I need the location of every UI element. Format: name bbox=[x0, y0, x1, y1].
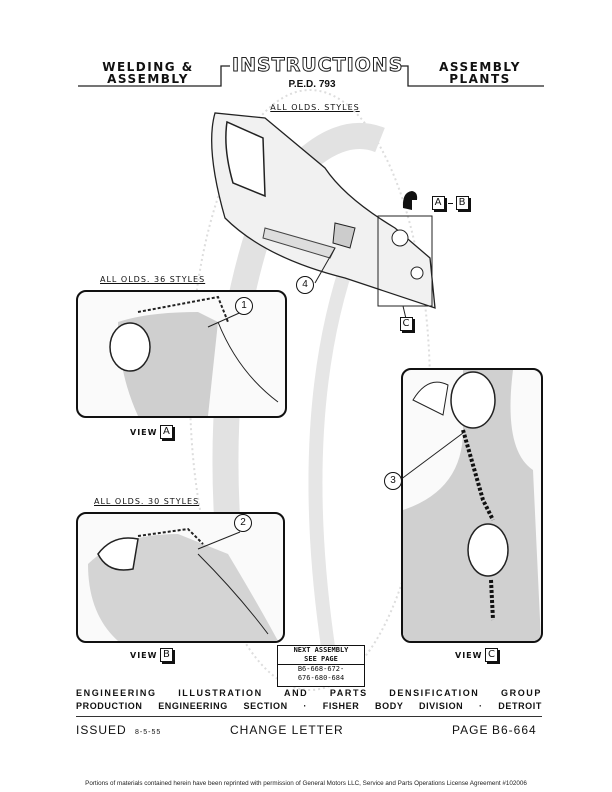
callout-3: 3 bbox=[384, 472, 402, 490]
issued-date: 8-5-55 bbox=[135, 729, 162, 736]
connector-line bbox=[448, 202, 453, 204]
view-ref-b: B bbox=[456, 196, 469, 210]
header-right-line2: PLANTS bbox=[449, 72, 511, 86]
next-assembly-box: NEXT ASSEMBLY SEE PAGE B6-668-672- 676-6… bbox=[277, 645, 365, 687]
footer-group-line: ENGINEERING ILLUSTRATION AND PARTS DENSI… bbox=[76, 688, 542, 698]
header-right-line1: ASSEMBLY bbox=[439, 60, 521, 74]
callout-4: 4 bbox=[296, 276, 314, 294]
license-disclaimer: Portions of materials contained herein h… bbox=[85, 780, 527, 787]
view-a-illustration bbox=[109, 295, 279, 416]
header-left: WELDING & ASSEMBLY bbox=[88, 61, 208, 85]
header-rule bbox=[78, 65, 544, 87]
view-refs-ab: A B bbox=[432, 196, 469, 210]
view-c-illustration bbox=[403, 370, 541, 641]
view-b-label: VIEW B bbox=[130, 648, 174, 662]
header-left-line2: ASSEMBLY bbox=[107, 72, 189, 86]
view-a-frame bbox=[76, 290, 287, 418]
view-b-text: VIEW bbox=[130, 650, 158, 660]
footer-division-line: PRODUCTION ENGINEERING SECTION · FISHER … bbox=[76, 701, 542, 711]
view-ref-c: C bbox=[400, 317, 413, 331]
door-main-illustration bbox=[211, 112, 436, 324]
view-a-letter: A bbox=[160, 425, 174, 439]
page-number: B6-664 bbox=[492, 723, 537, 737]
view-c-frame bbox=[401, 368, 543, 643]
view-c-text: VIEW bbox=[455, 650, 483, 660]
callout-1: 1 bbox=[235, 297, 253, 315]
view-c-label: VIEW C bbox=[455, 648, 499, 662]
view-ref-a: A bbox=[432, 196, 445, 210]
view-b-frame bbox=[76, 512, 285, 643]
leader-line-3 bbox=[399, 432, 464, 481]
change-letter: CHANGE LETTER bbox=[230, 723, 344, 737]
view-ref-c-wrap: C bbox=[400, 317, 413, 331]
see-page-label: SEE PAGE bbox=[278, 655, 364, 665]
view-a-label: VIEW A bbox=[130, 425, 174, 439]
issued-field: ISSUED 8-5-55 bbox=[76, 723, 161, 737]
view-b-illustration bbox=[88, 527, 278, 641]
page-label: PAGE bbox=[452, 723, 489, 737]
view-a-caption: ALL OLDS. 36 STYLES bbox=[100, 275, 206, 284]
view-a-text: VIEW bbox=[130, 427, 158, 437]
next-assembly-title: NEXT ASSEMBLY bbox=[293, 646, 349, 654]
ped-number: P.E.D. 793 bbox=[288, 79, 336, 90]
next-assembly-pages-2: 676-680-684 bbox=[297, 674, 345, 682]
page-title: INSTRUCTIONS bbox=[232, 54, 404, 77]
header-right: ASSEMBLY PLANTS bbox=[420, 61, 540, 85]
next-assembly-pages-1: B6-668-672- bbox=[297, 665, 345, 673]
helmet-icon bbox=[402, 191, 418, 210]
view-c-letter: C bbox=[485, 648, 499, 662]
footer-rule bbox=[76, 716, 542, 717]
header-left-line1: WELDING & bbox=[102, 60, 194, 74]
issued-label: ISSUED bbox=[76, 723, 127, 737]
main-view-caption: ALL OLDS. STYLES bbox=[270, 103, 360, 112]
view-b-caption: ALL OLDS. 30 STYLES bbox=[94, 497, 200, 506]
view-b-letter: B bbox=[160, 648, 174, 662]
callout-2: 2 bbox=[234, 514, 252, 532]
